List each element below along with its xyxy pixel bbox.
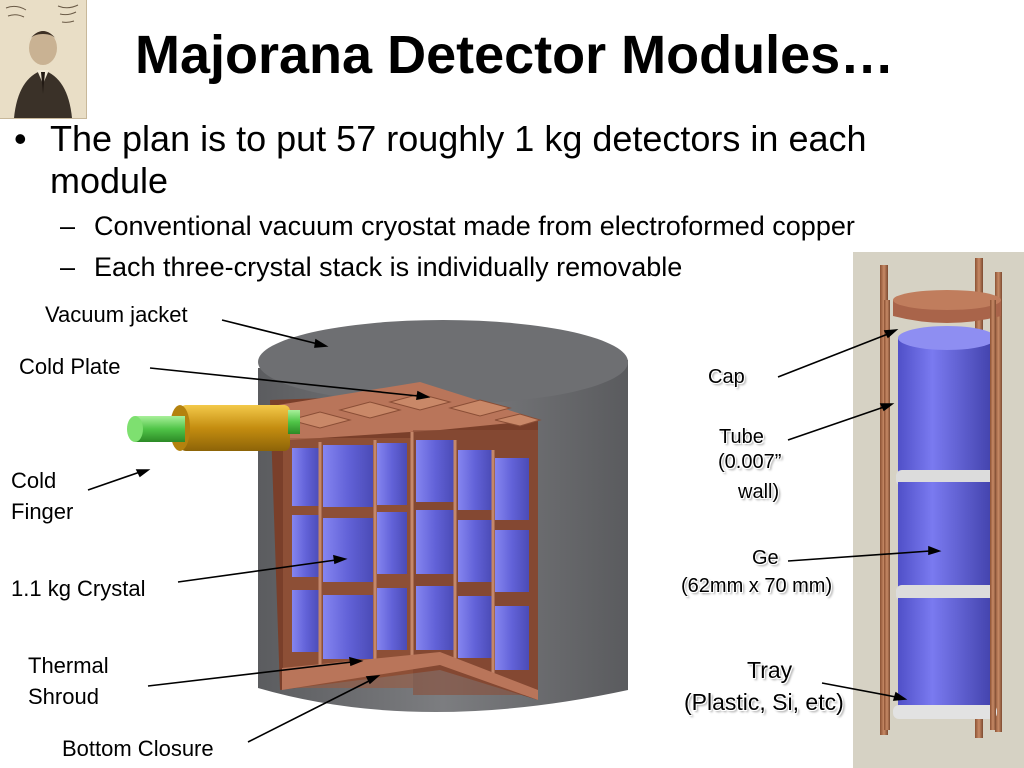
label-tube-2: (0.007”	[718, 451, 782, 473]
label-tube-3: wall)	[738, 481, 780, 503]
label-cold-finger-1: Cold	[11, 468, 57, 493]
crystal-grid-right	[416, 440, 529, 670]
sub-bullet-marker: –	[60, 252, 76, 282]
sub-bullet-stack: Each three-crystal stack is individually…	[94, 252, 683, 282]
cold-plate	[278, 382, 540, 440]
photo-arrows	[777, 328, 942, 701]
label-thermal-shroud-2: Shroud	[28, 684, 99, 709]
portrait-image	[0, 0, 87, 119]
label-cold-finger-2: Finger	[11, 499, 74, 524]
sub-bullet-marker: –	[60, 211, 76, 241]
diagram-arrows	[87, 319, 431, 743]
bullet-marker: •	[14, 118, 27, 159]
label-cold-plate: Cold Plate	[19, 354, 121, 379]
label-bottom-closure: Bottom Closure	[62, 736, 214, 761]
cryostat-cutaway-diagram	[87, 319, 628, 743]
label-cap: Cap	[708, 366, 745, 388]
label-tube-1: Tube	[719, 426, 764, 448]
sub-bullet-cryostat: Conventional vacuum cryostat made from e…	[94, 211, 855, 241]
label-ge-1: Ge	[752, 547, 779, 569]
label-tray-2: (Plastic, Si, etc)	[684, 689, 844, 715]
label-thermal-shroud-1: Thermal	[28, 653, 109, 678]
label-crystal: 1.1 kg Crystal	[11, 576, 146, 601]
label-ge-2: (62mm x 70 mm)	[681, 575, 833, 597]
label-tray-1: Tray	[747, 657, 793, 683]
label-vacuum-jacket: Vacuum jacket	[45, 302, 188, 327]
page-title: Majorana Detector Modules…	[135, 25, 895, 85]
crystal-grid-left	[292, 443, 407, 659]
cold-finger	[127, 405, 300, 451]
bullet-line-1: The plan is to put 57 roughly 1 kg detec…	[50, 118, 867, 159]
crystal-stack-photo	[853, 252, 1024, 768]
vacuum-jacket-top	[258, 320, 628, 404]
bullet-line-2: module	[50, 160, 169, 201]
